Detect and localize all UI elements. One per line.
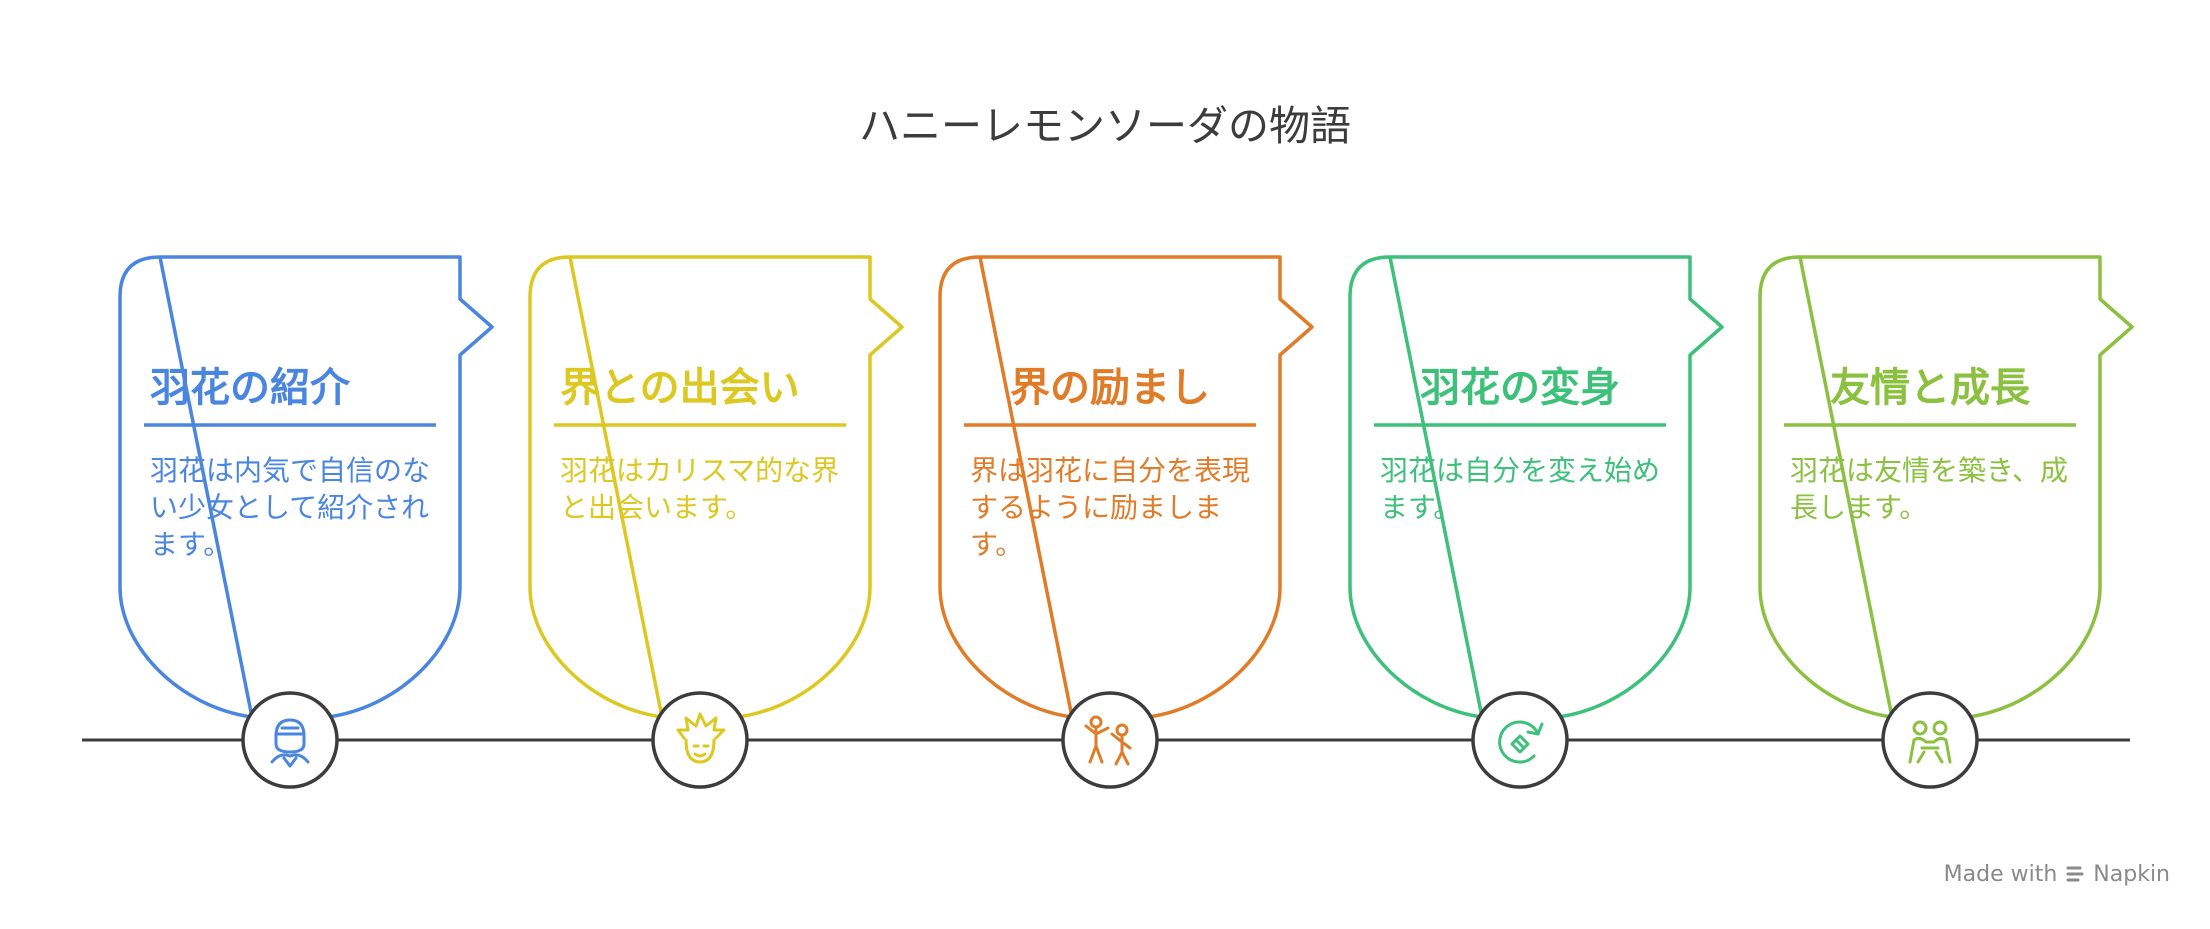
card-title: 羽花の紹介 <box>150 365 350 411</box>
transformation-cycle-icon <box>1498 720 1544 764</box>
watermark: Made with Napkin <box>1944 862 2170 887</box>
card-description: 羽花は友情を築き、成長します。 <box>1790 454 2069 524</box>
card-description: 羽花は自分を変え始めます。 <box>1380 454 1661 524</box>
watermark-prefix: Made with <box>1943 862 2058 887</box>
step-card-5 <box>1758 255 2134 789</box>
encouraging-people-icon <box>1084 715 1132 766</box>
timeline-node <box>651 691 749 789</box>
timeline-node <box>241 691 339 789</box>
card-description: 界は羽花に自分を表現するように励まします。 <box>970 454 1251 561</box>
step-card-3 <box>938 255 1314 789</box>
timeline-node <box>1061 691 1159 789</box>
card-description: 羽花はカリスマ的な界と出会います。 <box>560 454 840 524</box>
shy-girl-icon <box>270 718 310 768</box>
cards-layer <box>118 255 2134 789</box>
timeline-node <box>1881 691 1979 789</box>
step-card-1 <box>118 255 494 789</box>
card-title: 友情と成長 <box>1830 365 2030 411</box>
watermark-brand: Napkin <box>2093 862 2170 887</box>
card-title: 羽花の変身 <box>1420 365 1620 411</box>
card-outline <box>1348 255 1724 719</box>
card-title: 界の励まし <box>1010 365 1210 411</box>
spiky-hair-boy-icon <box>676 712 726 764</box>
friends-hug-icon <box>1908 720 1952 764</box>
card-title: 界との出会い <box>560 365 800 411</box>
timeline-node <box>1471 691 1569 789</box>
napkin-logo-icon <box>2066 866 2084 881</box>
card-description: 羽花は内気で自信のない少女として紹介されます。 <box>150 454 431 561</box>
card-outline <box>118 255 494 719</box>
card-outline <box>938 255 1314 719</box>
page-title: ハニーレモンソーダの物語 <box>859 102 1351 150</box>
card-outline <box>1758 255 2134 719</box>
step-card-4 <box>1348 255 1724 789</box>
step-card-2 <box>528 255 904 789</box>
card-outline <box>528 255 904 719</box>
